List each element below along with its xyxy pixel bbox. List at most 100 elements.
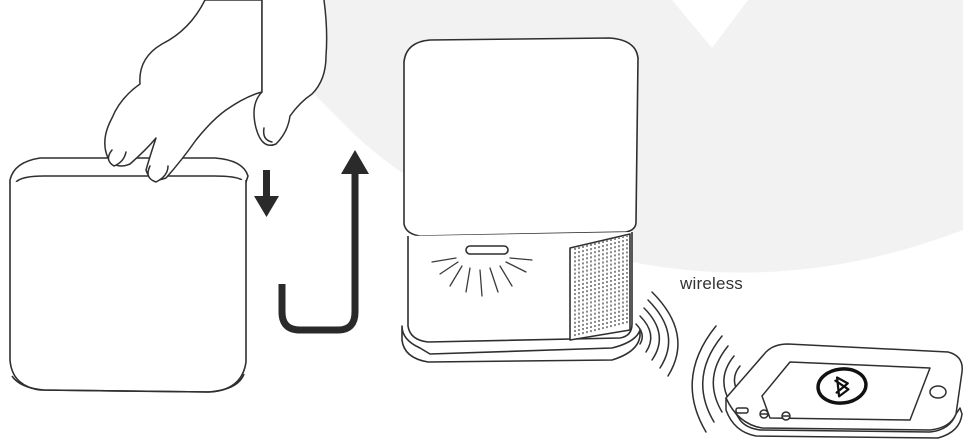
grille-dot (602, 274, 604, 276)
grille-dot (610, 325, 612, 327)
grille-dot (606, 302, 608, 304)
grille-dot (622, 248, 624, 250)
grille-dot (586, 249, 588, 251)
grille-dot (606, 265, 608, 267)
grille-dot (618, 319, 620, 321)
grille-dot (574, 256, 576, 258)
grille-dot (598, 250, 600, 252)
grille-dot (618, 278, 620, 280)
grille-dot (618, 315, 620, 317)
grille-dot (602, 282, 604, 284)
grille-dot (626, 305, 628, 307)
grille-dot (614, 254, 616, 256)
grille-dot (626, 297, 628, 299)
grille-dot (614, 308, 616, 310)
grille-dot (594, 280, 596, 282)
grille-dot (618, 311, 620, 313)
grille-dot (578, 317, 580, 319)
grille-dot (610, 317, 612, 319)
grille-dot (614, 279, 616, 281)
grille-dot (598, 312, 600, 314)
grille-dot (618, 274, 620, 276)
grille-dot (594, 272, 596, 274)
grille-dot (602, 290, 604, 292)
grille-dot (618, 290, 620, 292)
grille-dot (574, 260, 576, 262)
grille-dot (602, 266, 604, 268)
grille-dot (574, 326, 576, 328)
grille-dot (618, 323, 620, 325)
grille-dot (598, 263, 600, 265)
grille-dot (574, 285, 576, 287)
grille-dot (574, 297, 576, 299)
grille-dot (586, 270, 588, 272)
grille-dot (606, 322, 608, 324)
wireless-waves-speaker (636, 292, 678, 376)
grille-dot (590, 248, 592, 250)
grille-dot (582, 246, 584, 248)
grille-dot (618, 241, 620, 243)
grille-dot (594, 321, 596, 323)
grille-dot (586, 294, 588, 296)
grille-dot (582, 283, 584, 285)
grille-dot (614, 291, 616, 293)
grille-dot (582, 295, 584, 297)
grille-dot (586, 298, 588, 300)
grille-dot (578, 276, 580, 278)
grille-dot (614, 259, 616, 261)
grille-dot (610, 321, 612, 323)
grille-dot (618, 303, 620, 305)
grille-dot (614, 295, 616, 297)
grille-dot (586, 286, 588, 288)
grille-dot (614, 267, 616, 269)
grille-dot (614, 246, 616, 248)
grille-dot (614, 316, 616, 318)
grille-dot (598, 258, 600, 260)
grille-dot (622, 240, 624, 242)
grille-dot (606, 269, 608, 271)
grille-dot (602, 286, 604, 288)
grille-dot (614, 283, 616, 285)
grille-dot (578, 251, 580, 253)
grille-dot (614, 320, 616, 322)
grille-dot (626, 284, 628, 286)
grille-dot (578, 288, 580, 290)
grille-dot (590, 252, 592, 254)
grille-dot (610, 301, 612, 303)
grille-dot (586, 331, 588, 333)
grille-dot (578, 292, 580, 294)
grille-dot (594, 317, 596, 319)
grille-dot (610, 264, 612, 266)
grille-dot (590, 269, 592, 271)
grille-dot (594, 329, 596, 331)
grille-dot (578, 268, 580, 270)
grille-dot (626, 292, 628, 294)
grille-dot (602, 294, 604, 296)
grille-dot (590, 322, 592, 324)
grille-dot (578, 309, 580, 311)
grille-dot (590, 297, 592, 299)
grille-dot (586, 307, 588, 309)
grille-dot (606, 261, 608, 263)
grille-dot (610, 251, 612, 253)
grille-dot (594, 288, 596, 290)
arrow-down-icon (254, 170, 279, 217)
grille-dot (606, 256, 608, 258)
grille-dot (574, 269, 576, 271)
grille-dot (606, 244, 608, 246)
grille-dot (618, 262, 620, 264)
grille-dot (574, 322, 576, 324)
grille-dot (626, 251, 628, 253)
grille-dot (586, 323, 588, 325)
grille-dot (602, 257, 604, 259)
grille-dot (582, 303, 584, 305)
grille-dot (594, 313, 596, 315)
grille-dot (622, 302, 624, 304)
grille-dot (582, 254, 584, 256)
center-speaker (402, 38, 640, 362)
grille-dot (582, 316, 584, 318)
grille-dot (622, 257, 624, 259)
grille-dot (590, 289, 592, 291)
grille-dot (582, 287, 584, 289)
grille-dot (598, 283, 600, 285)
